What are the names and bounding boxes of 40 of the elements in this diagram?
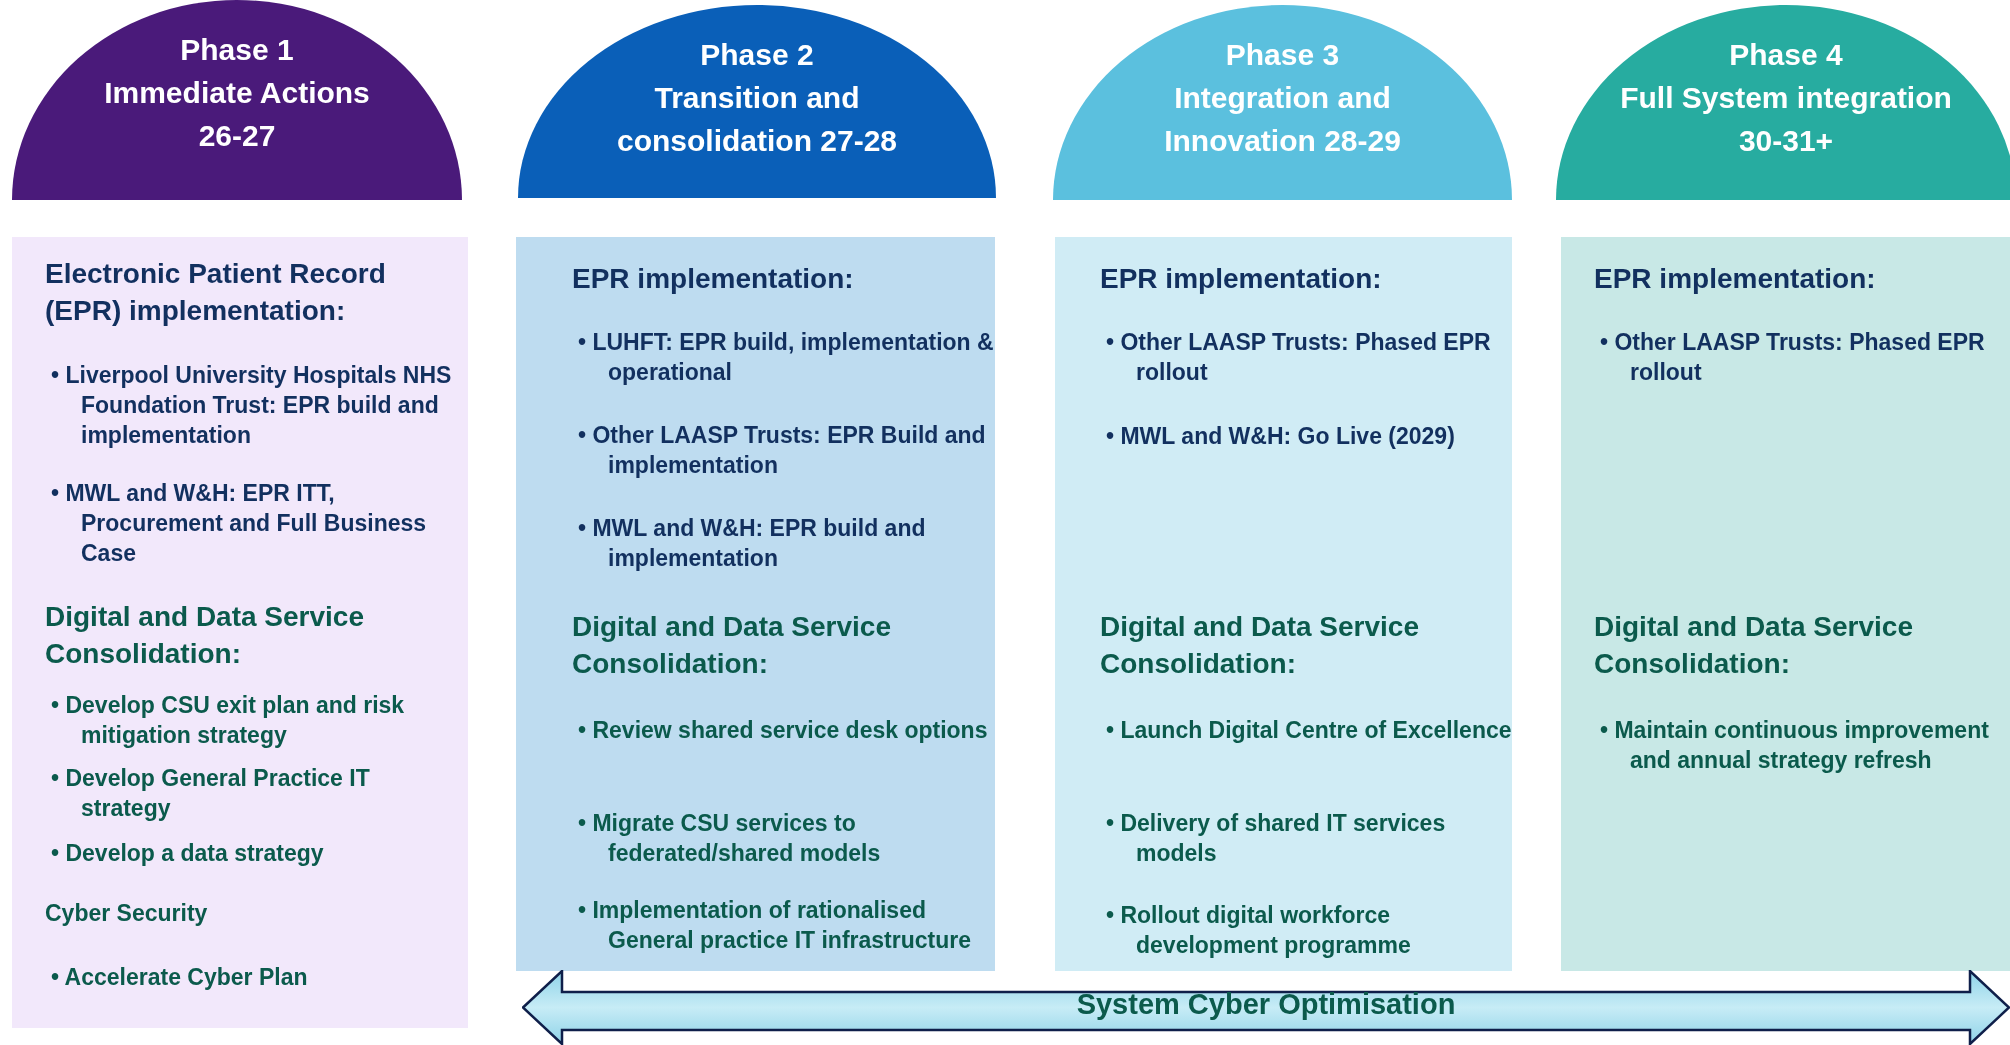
section-heading: Digital and Data Service Consolidation: (45, 600, 365, 671)
list-item: • MWL and W&H: Go Live (2029) (1106, 422, 1456, 451)
phase-panel (1561, 237, 2010, 971)
phase-number: Phase 2 (699, 37, 815, 73)
list-item: • Liverpool University Hospitals NHS Foundation Trust: EPR build and implementation (51, 361, 453, 450)
section-heading: EPR implementation: (572, 262, 855, 296)
list-item: • MWL and W&H: EPR build and implementation (578, 514, 927, 573)
list-item: • Implementation of rationalised General practice IT infrastructure (578, 896, 972, 955)
list-item: • Launch Digital Centre of Excellence (1106, 716, 1513, 745)
section-heading: Digital and Data Service Consolidation: (1100, 610, 1420, 681)
section-heading: Cyber Security (45, 899, 209, 928)
list-item: • MWL and W&H: EPR ITT, Procurement and Full Business Case (51, 479, 428, 568)
phase-title: Transition and consolidation 27-28 (615, 80, 899, 159)
phase-number: Phase 1 (179, 32, 295, 68)
list-item: • Other LAASP Trusts: Phased EPR rollout (1600, 328, 1986, 387)
list-item: • Maintain continuous improvement and annual strategy refresh (1600, 716, 1990, 775)
section-heading: EPR implementation: (1594, 262, 1877, 296)
list-item: • LUHFT: EPR build, implementation & operational (578, 328, 995, 387)
phase-number: Phase 4 (1728, 37, 1844, 73)
list-item: • Other LAASP Trusts: Phased EPR rollout (1106, 328, 1492, 387)
phase-title: Immediate Actions 26-27 (103, 75, 371, 154)
list-item: • Develop a data strategy (51, 839, 325, 868)
phase-number: Phase 3 (1224, 37, 1341, 73)
phase-panel (1055, 237, 1512, 971)
section-heading: Digital and Data Service Consolidation: (1594, 610, 1914, 681)
section-heading: Electronic Patient Record (EPR) implementation: (45, 257, 387, 328)
list-item: • Develop General Practice IT strategy (51, 764, 371, 823)
section-heading: EPR implementation: (1100, 262, 1383, 296)
phase-title: Full System integration 30-31+ (1619, 80, 1953, 159)
banner-label: System Cyber Optimisation (1076, 988, 1456, 1020)
list-item: • Delivery of shared IT services models (1106, 809, 1447, 868)
list-item: • Other LAASP Trusts: EPR Build and implementation (578, 421, 987, 480)
section-heading: Digital and Data Service Consolidation: (572, 610, 892, 681)
list-item: • Accelerate Cyber Plan (51, 963, 309, 992)
list-item: • Develop CSU exit plan and risk mitigation strategy (51, 691, 406, 750)
phase-title: Integration and Innovation 28-29 (1163, 80, 1402, 159)
phase-panel (516, 237, 995, 971)
list-item: • Rollout digital workforce development programme (1106, 901, 1412, 960)
list-item: • Review shared service desk options (578, 716, 989, 745)
list-item: • Migrate CSU services to federated/shared models (578, 809, 882, 868)
